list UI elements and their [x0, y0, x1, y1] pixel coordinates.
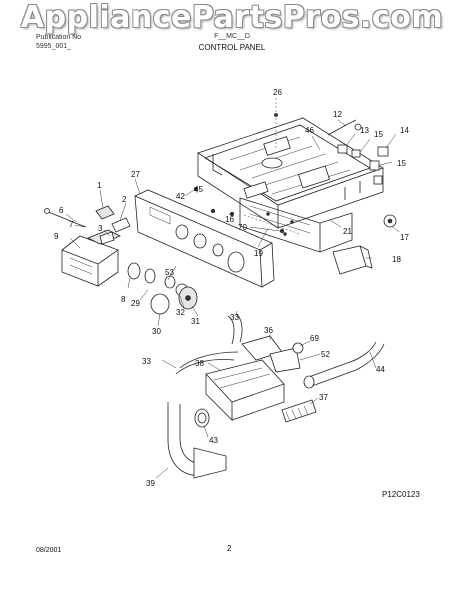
callout-number: 21 [343, 227, 352, 236]
callout-number: 15 [374, 130, 383, 139]
callout-number: 15 [397, 159, 406, 168]
callout-number: 30 [152, 327, 161, 336]
callout-number: 19 [254, 249, 263, 258]
callout-number: 26 [273, 88, 282, 97]
callout-labels: 26 12 46 13 15 14 15 1 27 45 42 2 16 6 7… [54, 88, 409, 488]
section-title: CONTROL PANEL [198, 43, 266, 52]
screws [193, 113, 285, 234]
callout-number: 2 [122, 195, 127, 204]
leader-lines [65, 98, 400, 479]
callout-number: 18 [392, 255, 401, 264]
hoses [167, 313, 385, 479]
footer-date: 08/2001 [36, 547, 62, 554]
callout-number: 53 [165, 268, 174, 277]
publication-info: Publication No 5995_001_ [36, 33, 81, 51]
callout-number: 42 [176, 192, 185, 201]
figure-code: P12C0123 [382, 490, 420, 499]
callout-number: 7 [69, 220, 74, 229]
callout-number: 31 [191, 317, 200, 326]
callout-number: 44 [376, 365, 385, 374]
callout-number: 36 [264, 326, 273, 335]
callout-number: 33 [230, 313, 239, 322]
callout-number: 38 [195, 359, 204, 368]
callout-number: 6 [59, 206, 64, 215]
callout-number: 39 [146, 479, 155, 488]
callout-number: 16 [225, 215, 234, 224]
callout-number: 27 [131, 170, 140, 179]
wire-harness-parts [327, 119, 389, 185]
publication-number: 5995_001_ [36, 43, 72, 50]
callout-number: 14 [400, 126, 409, 135]
callout-number: 33 [142, 357, 151, 366]
dispenser-tub-assembly [205, 335, 304, 421]
timer-module [332, 214, 397, 275]
callout-number: 3 [98, 224, 103, 233]
publication-label: Publication No [36, 34, 82, 41]
callout-number: 29 [131, 299, 140, 308]
callout-number: 43 [209, 436, 218, 445]
callout-number: 69 [310, 334, 319, 343]
callout-number: 70 [238, 223, 247, 232]
callout-number: 45 [194, 185, 203, 194]
callout-number: 46 [305, 126, 314, 135]
callout-number: 8 [121, 295, 126, 304]
callout-number: 17 [400, 233, 409, 242]
page-number: 2 [227, 544, 232, 553]
control-panel-bracket [239, 197, 353, 253]
cabinet-top-frame [197, 117, 384, 229]
control-knobs [127, 262, 198, 315]
callout-number: 52 [321, 350, 330, 359]
control-panel-face [134, 189, 275, 288]
callout-number: 13 [360, 126, 369, 135]
callout-number: 1 [97, 181, 102, 190]
callout-number: 12 [333, 110, 342, 119]
callout-number: 9 [54, 232, 59, 241]
model-number: F__MC__D [214, 33, 250, 40]
dispenser-parts [44, 205, 131, 245]
callout-number: 32 [176, 308, 185, 317]
callout-number: 37 [319, 393, 328, 402]
